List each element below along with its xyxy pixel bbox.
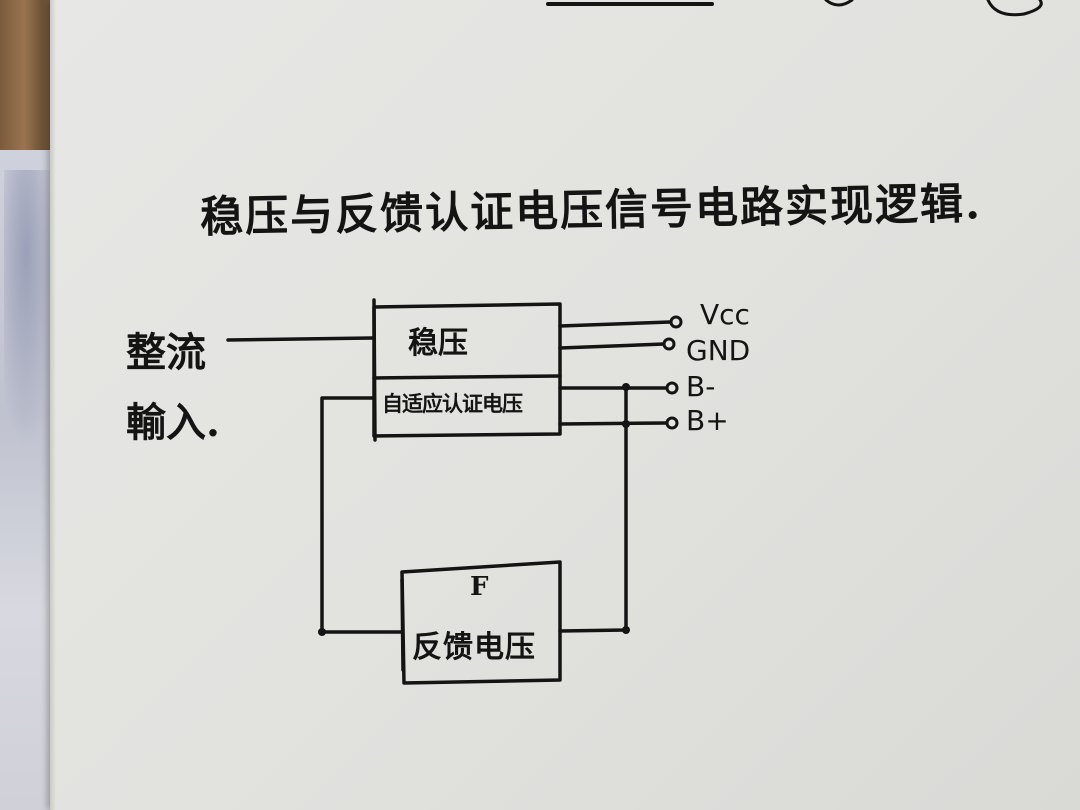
- input-wire: [226, 336, 374, 342]
- feedback-label: 反馈电压: [412, 630, 536, 665]
- input-label-line2: 輸入.: [126, 399, 220, 446]
- vcc-wire: [558, 320, 672, 328]
- pin-label-bplus: B+: [686, 404, 729, 437]
- regulator-label: 稳压: [408, 326, 468, 361]
- pin-label-bminus: B-: [686, 370, 716, 403]
- terminal-vcc: [669, 315, 683, 329]
- box-divider: [372, 374, 562, 380]
- paper-edge: [50, 0, 56, 810]
- feedback-left-tick: [400, 578, 405, 672]
- top-scribble-curve: [824, 0, 854, 7]
- terminal-gnd: [662, 337, 676, 351]
- pin-label-gnd: GND: [686, 334, 751, 367]
- input-label-line1: 整流: [126, 329, 206, 376]
- paper-sheet: [50, 0, 1080, 810]
- pin-label-vcc: Vcc: [700, 298, 750, 331]
- gnd-wire: [558, 342, 666, 350]
- bplus-wire: [558, 421, 668, 426]
- junction-left-bottom: [318, 628, 326, 636]
- top-scribble-circle: [986, 0, 1043, 17]
- feedback-letter: F: [470, 572, 489, 602]
- junction-right-bottom: [622, 626, 630, 634]
- adaptive-label: 自适应认证电压: [382, 391, 523, 416]
- junction-bminus: [622, 383, 630, 391]
- junction-bplus: [622, 420, 630, 428]
- terminal-bminus: [665, 381, 679, 395]
- left-return: [320, 396, 404, 634]
- left-tick: [372, 298, 377, 442]
- ink-stain: [4, 170, 59, 450]
- terminal-bplus: [665, 416, 679, 430]
